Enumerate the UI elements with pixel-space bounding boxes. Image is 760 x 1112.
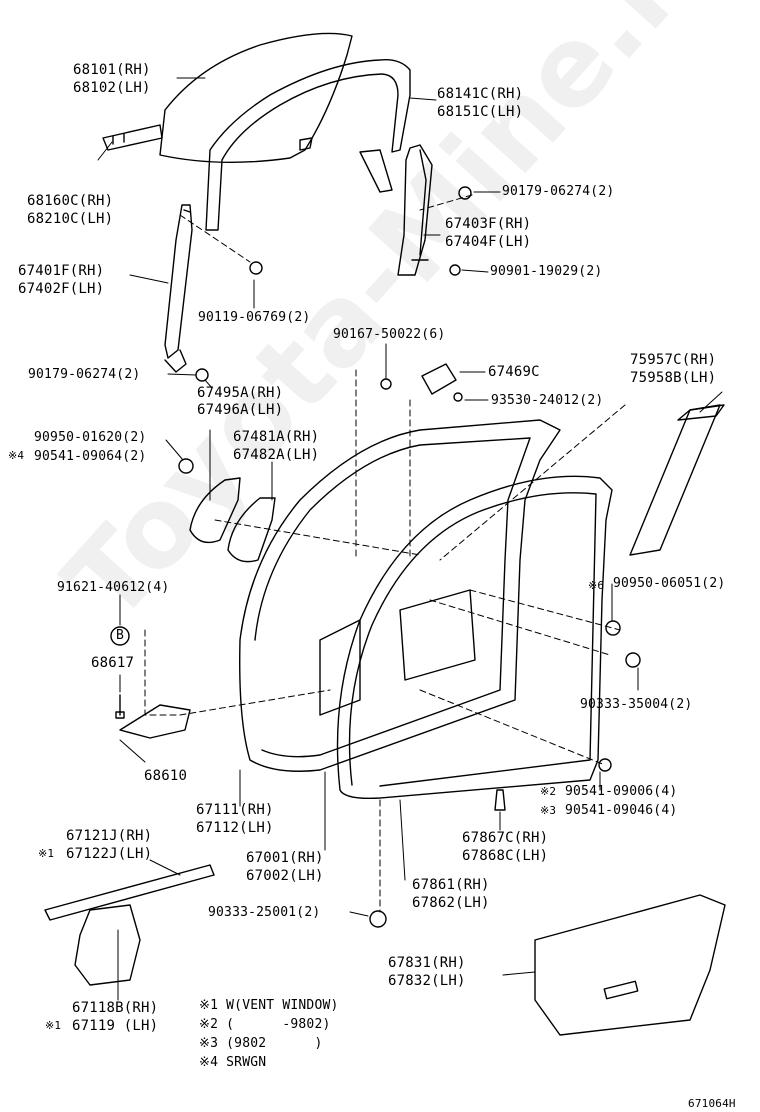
- label-67122j: 67122J(LH): [66, 846, 153, 862]
- label-90119: 90119-06769(2): [198, 310, 311, 325]
- label-91621: 91621-40612(4): [57, 580, 170, 595]
- label-68151c: 68151C(LH): [437, 104, 524, 120]
- label-67403f: 67403F(RH): [445, 216, 532, 232]
- label-68101: 68101(RH): [73, 62, 151, 78]
- diagram-code: 671064H: [688, 1097, 736, 1110]
- kick-panel: [74, 904, 141, 986]
- label-67861: 67861(RH): [412, 877, 490, 893]
- label-67832: 67832(LH): [388, 973, 466, 989]
- legend-note-1: ※1 W(VENT WINDOW): [199, 998, 339, 1013]
- note-mark-3: ※3: [540, 804, 557, 817]
- label-90901: 90901-19029(2): [490, 264, 603, 279]
- label-90179-a: 90179-06274(2): [502, 184, 615, 199]
- note-mark-4: ※4: [8, 449, 25, 462]
- label-67111: 67111(RH): [196, 802, 274, 818]
- label-75957c: 75957C(RH): [630, 352, 717, 368]
- label-67495a: 67495A(RH): [197, 385, 284, 401]
- label-90950-a: 90950-01620(2): [34, 430, 147, 445]
- front-sash: [164, 204, 193, 359]
- mirror-base-2: [227, 497, 276, 563]
- label-67482a: 67482A(LH): [233, 447, 320, 463]
- note-mark-1-b: ※1: [45, 1019, 62, 1032]
- label-93530: 93530-24012(2): [491, 393, 604, 408]
- label-68610: 68610: [144, 768, 188, 784]
- label-67401f: 67401F(RH): [18, 263, 105, 279]
- label-67867c: 67867C(RH): [462, 830, 549, 846]
- label-67002: 67002(LH): [246, 868, 324, 884]
- label-67119: 67119 (LH): [72, 1018, 159, 1034]
- circle-b: B: [116, 628, 125, 643]
- door-trim-board: [534, 894, 726, 1036]
- note-mark-2: ※2: [540, 785, 557, 798]
- label-90167: 90167-50022(6): [333, 327, 446, 342]
- label-67862: 67862(LH): [412, 895, 490, 911]
- pillar-garnish: [629, 404, 721, 556]
- label-68141c: 68141C(RH): [437, 86, 524, 102]
- label-67118b: 67118B(RH): [72, 1000, 159, 1016]
- label-67496a: 67496A(LH): [197, 402, 284, 418]
- label-75958b: 75958B(LH): [630, 370, 717, 386]
- glass-channel: [102, 124, 163, 151]
- door-glass: [159, 32, 353, 164]
- label-67402f: 67402F(LH): [18, 281, 105, 297]
- rear-channel: [397, 144, 433, 276]
- label-90333-a: 90333-35004(2): [580, 697, 693, 712]
- label-90541-a: 90541-09064(2): [34, 449, 147, 464]
- label-67121j: 67121J(RH): [66, 828, 153, 844]
- label-68102: 68102(LH): [73, 80, 151, 96]
- label-67868c: 67868C(LH): [462, 848, 549, 864]
- label-90179-b: 90179-06274(2): [28, 367, 141, 382]
- label-67112: 67112(LH): [196, 820, 274, 836]
- label-68210c: 68210C(LH): [27, 211, 114, 227]
- glass-run: [205, 59, 411, 231]
- label-67481a: 67481A(RH): [233, 429, 320, 445]
- legend-note-4: ※4 SRWGN: [199, 1055, 267, 1070]
- label-90333-b: 90333-25001(2): [208, 905, 321, 920]
- label-68160c: 68160C(RH): [27, 193, 114, 209]
- door-shell: [239, 419, 561, 772]
- weatherstrip: [336, 475, 613, 800]
- label-90950-b: 90950-06051(2): [613, 576, 726, 591]
- note-mark-1-a: ※1: [38, 847, 55, 860]
- label-68617: 68617: [91, 655, 135, 671]
- note-mark-6: ※6: [588, 579, 605, 592]
- legend-note-2: ※2 ( -9802): [199, 1017, 331, 1032]
- legend-note-3: ※3 (9802 ): [199, 1036, 323, 1051]
- mirror-base-1: [189, 477, 241, 544]
- label-67001: 67001(RH): [246, 850, 324, 866]
- label-67469c: 67469C: [488, 364, 540, 380]
- label-67404f: 67404F(LH): [445, 234, 532, 250]
- hinge: [119, 704, 191, 739]
- label-90541-c: 90541-09046(4): [565, 803, 678, 818]
- label-67831: 67831(RH): [388, 955, 466, 971]
- label-90541-b: 90541-09006(4): [565, 784, 678, 799]
- belt-molding: [44, 864, 215, 921]
